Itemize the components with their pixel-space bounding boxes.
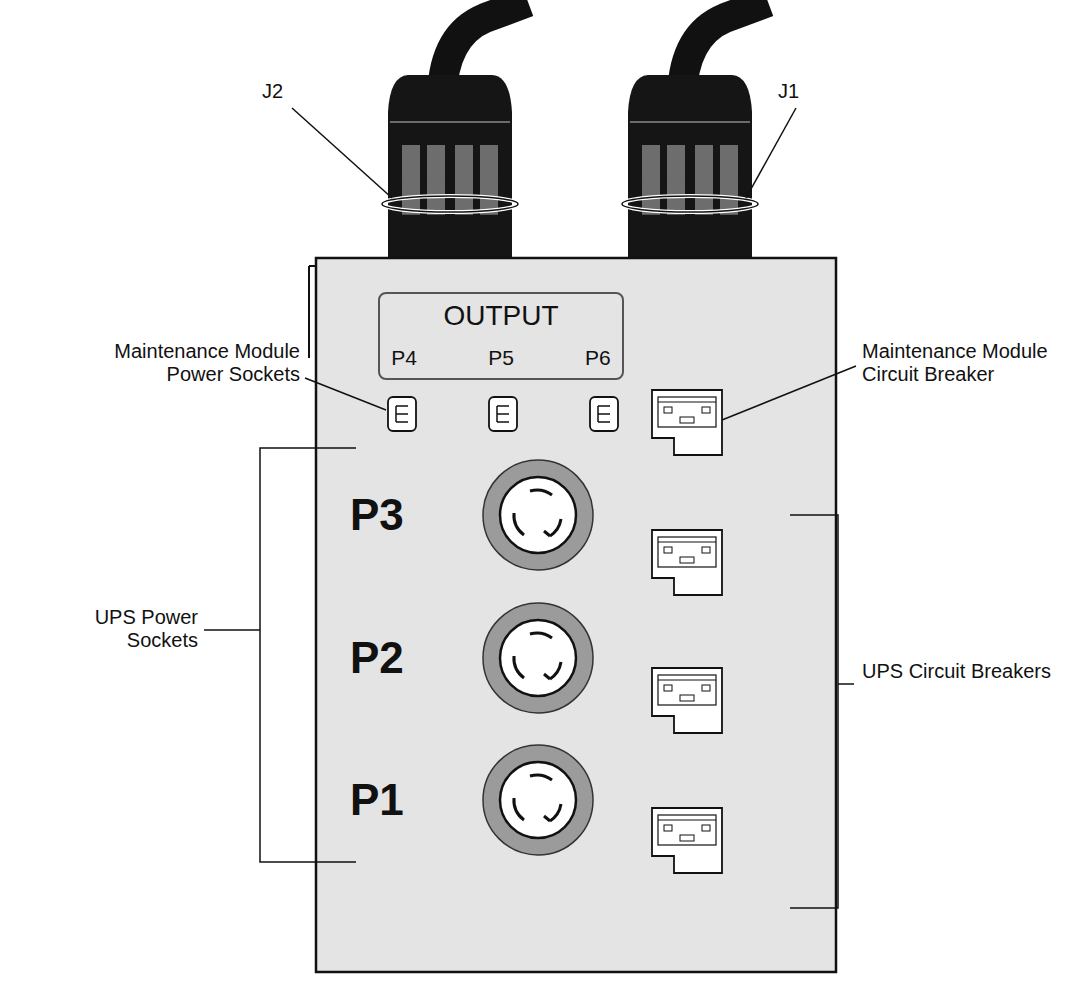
output-panel-box: OUTPUT P4 P5 P6 bbox=[378, 292, 624, 380]
connector-label: J1 bbox=[778, 80, 818, 103]
socket-number: P2 bbox=[350, 633, 450, 684]
part-label: UPS Circuit Breakers bbox=[862, 660, 1062, 683]
part-label: Maintenance Module Power Sockets bbox=[60, 340, 300, 386]
part-label: UPS Power Sockets bbox=[60, 606, 198, 652]
box-heading: OUTPUT bbox=[443, 300, 558, 332]
socket-number: P1 bbox=[350, 775, 450, 826]
socket-label: P6 bbox=[585, 346, 611, 370]
part-label: Maintenance Module Circuit Breaker bbox=[862, 340, 1077, 386]
socket-label: P5 bbox=[488, 346, 514, 370]
connector-label: J2 bbox=[262, 80, 302, 103]
socket-label: P4 bbox=[391, 346, 417, 370]
socket-number: P3 bbox=[350, 490, 450, 541]
